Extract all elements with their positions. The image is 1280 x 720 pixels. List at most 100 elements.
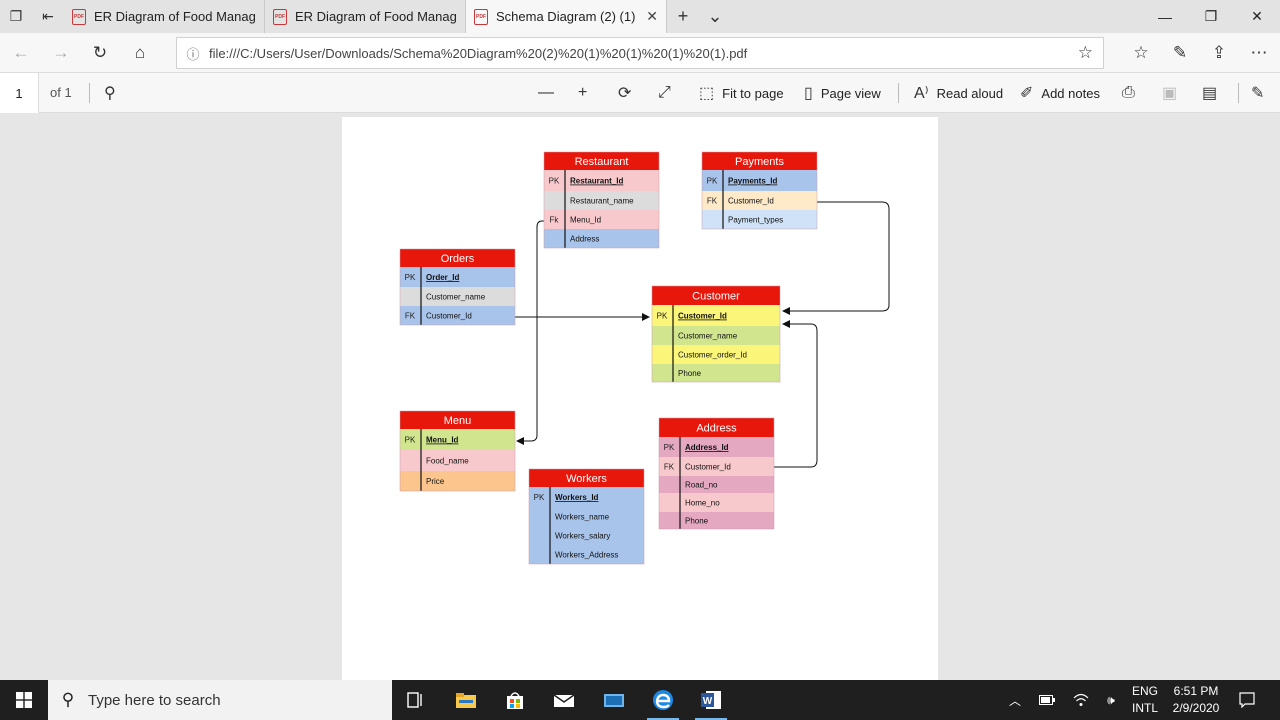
tab-schema-diagram[interactable]: PDF Schema Diagram (2) (1) ✕ — [466, 0, 667, 33]
home-icon[interactable]: ⌂ — [134, 43, 146, 62]
layout-label: INTL — [1131, 701, 1158, 715]
input-language[interactable]: ENG INTL — [1128, 680, 1162, 720]
close-tab-icon[interactable]: ✕ — [646, 8, 658, 24]
table-row — [702, 191, 817, 210]
page-number-input[interactable]: 1 — [0, 73, 39, 113]
key-label: PK — [534, 493, 545, 502]
table-border — [701, 151, 818, 230]
tab-actions-icon[interactable]: ❐ — [9, 8, 23, 24]
notifications-icon[interactable] — [1234, 680, 1260, 720]
back-icon[interactable]: ← — [12, 43, 30, 62]
save-as-icon[interactable]: ▤ — [1202, 85, 1218, 102]
page-view-icon: ▯ — [804, 85, 813, 102]
table-row — [400, 471, 515, 491]
forward-icon[interactable]: → — [52, 43, 70, 62]
column-name: Restaurant_name — [570, 197, 634, 206]
column-name: Customer_Id — [728, 197, 774, 206]
table-row — [529, 507, 644, 526]
page-view-button[interactable]: ▯ Page view — [804, 79, 881, 107]
key-label: PK — [405, 273, 416, 282]
tab-er-diagram-1[interactable]: PDF ER Diagram of Food Manag — [64, 0, 265, 33]
rotate-icon[interactable]: ⟳ — [618, 85, 632, 102]
word-icon[interactable]: W — [691, 684, 731, 720]
add-notes-label: Add notes — [1041, 85, 1100, 101]
save-icon[interactable]: ▣ — [1162, 85, 1178, 102]
clock[interactable]: 6:51 PM 2/9/2020 — [1166, 680, 1226, 720]
read-aloud-button[interactable]: A⁾ Read aloud — [914, 79, 1003, 107]
page-count: of 1 — [50, 85, 72, 100]
tab-title: ER Diagram of Food Manag — [295, 9, 457, 24]
file-explorer-icon[interactable] — [446, 684, 486, 716]
minimize-icon[interactable]: — — [1158, 8, 1172, 25]
volume-icon[interactable]: 🕪 — [1107, 692, 1115, 707]
divider — [1238, 83, 1239, 103]
address-bar[interactable]: ⓘ file:///C:/Users/User/Downloads/Schema… — [176, 37, 1104, 69]
table-row — [544, 170, 659, 191]
table-header — [400, 249, 515, 267]
refresh-icon[interactable]: ↻ — [92, 43, 108, 62]
column-name: Order_Id — [426, 273, 459, 282]
column-name: Road_no — [685, 481, 718, 490]
key-label: PK — [657, 312, 668, 321]
tab-er-diagram-2[interactable]: PDF ER Diagram of Food Manag — [265, 0, 466, 33]
wifi-icon[interactable] — [1070, 680, 1092, 720]
restore-icon[interactable]: ❐ — [1204, 8, 1218, 24]
pin-toolbar-icon[interactable]: ✎ — [1251, 85, 1265, 102]
table-row — [544, 229, 659, 248]
table-title: Address — [696, 423, 737, 435]
table-row — [659, 476, 774, 493]
info-icon[interactable]: ⓘ — [186, 46, 200, 62]
share-icon[interactable]: ⇪ — [1211, 43, 1227, 62]
task-view-icon[interactable] — [396, 684, 436, 716]
column-name: Address_Id — [685, 443, 729, 452]
tab-title: ER Diagram of Food Manag — [94, 9, 256, 24]
fit-to-page-button[interactable]: ⬚ Fit to page — [699, 79, 784, 107]
tab-title: Schema Diagram (2) (1) — [496, 9, 636, 24]
print-icon[interactable]: ⎙ — [1122, 84, 1135, 101]
set-tabs-aside-icon[interactable]: ⇤ — [42, 8, 54, 24]
table-title: Menu — [444, 415, 472, 427]
close-window-icon[interactable]: ✕ — [1251, 8, 1263, 24]
url-text: file:///C:/Users/User/Downloads/Schema%2… — [209, 45, 748, 61]
column-name: Customer_Id — [685, 463, 731, 472]
chevron-down-icon[interactable]: ⌄ — [707, 6, 723, 26]
zoom-in-icon[interactable]: + — [578, 84, 588, 101]
new-tab-icon[interactable]: + — [677, 6, 689, 26]
web-note-icon[interactable]: ✎ — [1172, 43, 1188, 62]
add-notes-button[interactable]: ✐ Add notes — [1020, 79, 1100, 107]
store-icon[interactable] — [495, 684, 535, 716]
battery-icon[interactable] — [1036, 680, 1058, 720]
search-icon[interactable]: ⚲ — [104, 85, 116, 102]
column-name: Customer_name — [678, 332, 738, 341]
table-row — [400, 306, 515, 325]
table-row — [659, 437, 774, 457]
table-row — [529, 545, 644, 564]
edge-browser-icon[interactable] — [643, 684, 683, 720]
fullscreen-icon[interactable]: ⤢ — [658, 84, 671, 101]
zoom-out-icon[interactable]: — — [538, 84, 554, 101]
favorite-star-icon[interactable]: ☆ — [1077, 43, 1093, 62]
remote-desktop-icon[interactable] — [594, 684, 634, 716]
window-controls: — ❐ ✕ — [1142, 0, 1280, 33]
table-row — [702, 170, 817, 191]
taskbar-search-input[interactable]: ⚲ Type here to search — [48, 680, 392, 720]
table-row — [544, 191, 659, 210]
table-row — [659, 493, 774, 512]
show-hidden-icons-icon[interactable]: ︿ — [1008, 693, 1021, 708]
key-label: PK — [405, 436, 416, 445]
mail-icon[interactable] — [544, 684, 584, 716]
pdf-icon: PDF — [273, 8, 287, 25]
relationship-lines — [515, 201, 890, 468]
favorites-icon[interactable]: ☆ — [1133, 43, 1149, 62]
windows-start-icon[interactable] — [0, 680, 48, 720]
more-icon[interactable]: ⋯ — [1250, 43, 1268, 62]
page-view-label: Page view — [820, 85, 881, 101]
